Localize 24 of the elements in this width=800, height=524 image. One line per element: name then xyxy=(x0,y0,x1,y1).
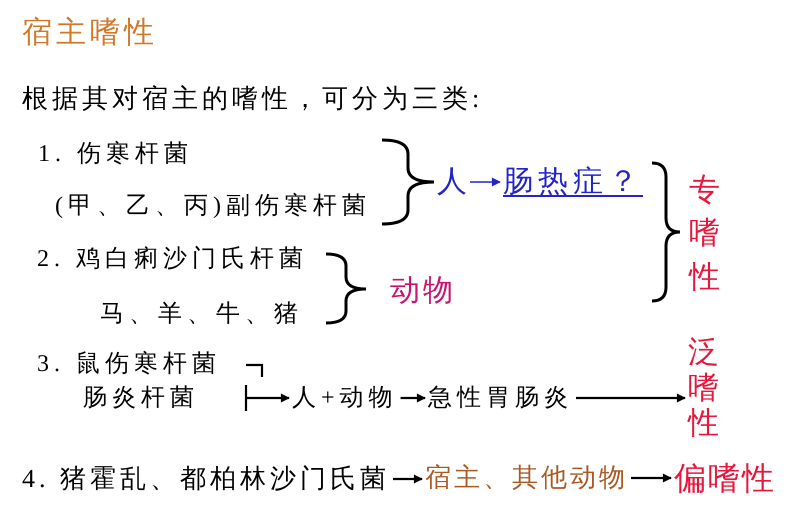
category-label: 泛嗜性 xyxy=(688,334,719,441)
category-label: 专嗜性 xyxy=(689,171,720,296)
arrow xyxy=(470,178,501,186)
host-label: 宿主、其他动物 xyxy=(425,465,628,491)
host-label: 人 xyxy=(437,167,467,197)
arrow xyxy=(247,394,290,402)
slide-title: 宿主嗜性 xyxy=(22,18,158,48)
intro-sentence: 根据其对宿主的嗜性，可分为三类: xyxy=(22,86,484,112)
list-item: 3. 鼠伤寒杆菌 xyxy=(37,352,221,376)
host-label: 人+动物 xyxy=(292,386,398,410)
arrow xyxy=(393,474,423,484)
disease-label: 急性胃肠炎 xyxy=(428,386,573,410)
list-item: (甲、乙、丙)副伤寒杆菌 xyxy=(55,194,371,218)
list-item: 1. 伤寒杆菌 xyxy=(38,142,193,166)
list-item: 马、羊、牛、猪 xyxy=(100,302,303,326)
arrow xyxy=(576,394,686,402)
disease-link: 肠热症？ xyxy=(503,167,643,197)
list-item: 肠炎杆菌 xyxy=(83,386,199,410)
host-label: 动物 xyxy=(390,276,456,306)
list-item: 2. 鸡白痢沙门氏杆菌 xyxy=(37,247,308,271)
category-label: 偏嗜性 xyxy=(674,462,776,494)
arrow xyxy=(400,394,426,402)
arrow xyxy=(631,474,672,482)
list-item: 4. 猪霍乱、都柏林沙门氏菌 xyxy=(22,466,390,492)
